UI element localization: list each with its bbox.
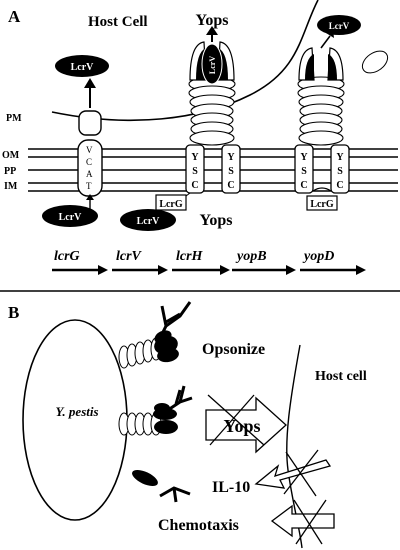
il10-blocked-arrow: [254, 449, 332, 497]
ysc-complex-right: Y S C Y S C LcrG: [294, 29, 350, 211]
svg-text:C: C: [336, 180, 343, 191]
svg-text:S: S: [337, 166, 343, 177]
yops-blocked-arrow: Yops: [205, 394, 287, 454]
injectisome-upper: [118, 330, 179, 369]
opsonize-label: Opsonize: [202, 341, 265, 358]
svg-text:S: S: [301, 166, 307, 177]
empty-vesicle: [361, 50, 389, 74]
svg-text:LcrV: LcrV: [59, 212, 83, 223]
operon-genes: lcrG lcrV lcrH yopB yopD: [52, 249, 366, 275]
membrane-label-pm: PM: [6, 113, 22, 124]
plasma-membrane: [51, 0, 319, 122]
svg-text:Y: Y: [336, 152, 344, 163]
svg-text:Y: Y: [227, 152, 235, 163]
svg-text:C: C: [300, 180, 307, 191]
panel-a: A Host Cell PM OM PP IM V C A T: [2, 0, 398, 275]
gene-lcrh: lcrH: [176, 249, 204, 264]
antibody-middle-icon: [167, 385, 193, 412]
lcrv-oval-bottom-mid: LcrV: [120, 209, 176, 231]
chemotaxis-label: Chemotaxis: [158, 517, 239, 534]
gene-lcrg: lcrG: [54, 249, 80, 264]
lcrv-oval-top-left: LcrV: [55, 55, 109, 77]
ysc-complex-left: LcrV Yops Y S C Y S C LcrG Yops: [155, 12, 241, 229]
vcat-letter-t: T: [86, 181, 92, 191]
svg-text:S: S: [228, 166, 234, 177]
svg-text:Y: Y: [300, 152, 308, 163]
yops-bottom-label: Yops: [200, 212, 233, 229]
free-antibody-icon: [159, 486, 191, 503]
vcat-letter-v: V: [86, 145, 93, 155]
free-lcrv-oval: [132, 469, 158, 487]
lcrv-oval-top-right: LcrV: [317, 15, 361, 35]
gene-lcrv: lcrV: [116, 249, 143, 264]
injectisome-middle: [118, 403, 178, 436]
membrane-label-im: IM: [4, 181, 18, 192]
lcrv-cap-label-left: LcrV: [208, 56, 217, 74]
il10-label: IL-10: [212, 479, 250, 496]
lcrg-label-left: LcrG: [159, 199, 183, 210]
svg-text:LcrV: LcrV: [137, 216, 161, 227]
lcrg-label-right: LcrG: [310, 199, 334, 210]
panel-b: B Y. pestis Opsonize: [8, 301, 367, 549]
vcat-channel: V C A T: [77, 78, 103, 212]
chemotaxis-blocked-arrow: [270, 499, 335, 545]
vcat-letter-a: A: [86, 169, 93, 179]
antibody-upper-icon: [158, 301, 192, 339]
host-cell-label-b: Host cell: [315, 369, 367, 384]
svg-text:C: C: [191, 180, 198, 191]
svg-text:LcrV: LcrV: [71, 62, 95, 73]
svg-text:LcrV: LcrV: [329, 21, 350, 31]
membrane-label-om: OM: [2, 150, 20, 161]
bacterium-label: Y. pestis: [55, 404, 98, 419]
gene-yopd: yopD: [302, 249, 334, 264]
svg-text:Y: Y: [191, 152, 199, 163]
membrane-label-pp: PP: [4, 166, 16, 177]
svg-text:C: C: [227, 180, 234, 191]
panel-a-label: A: [8, 7, 21, 26]
host-cell-label-a: Host Cell: [88, 14, 148, 30]
yersinia-pestis-cell: [22, 319, 128, 521]
svg-text:S: S: [192, 166, 198, 177]
lcrv-oval-bottom-left: LcrV: [42, 205, 98, 227]
vcat-letter-c: C: [86, 157, 92, 167]
yops-top-label: Yops: [196, 12, 229, 29]
panel-b-label: B: [8, 303, 19, 322]
gene-yopb: yopB: [235, 249, 267, 264]
